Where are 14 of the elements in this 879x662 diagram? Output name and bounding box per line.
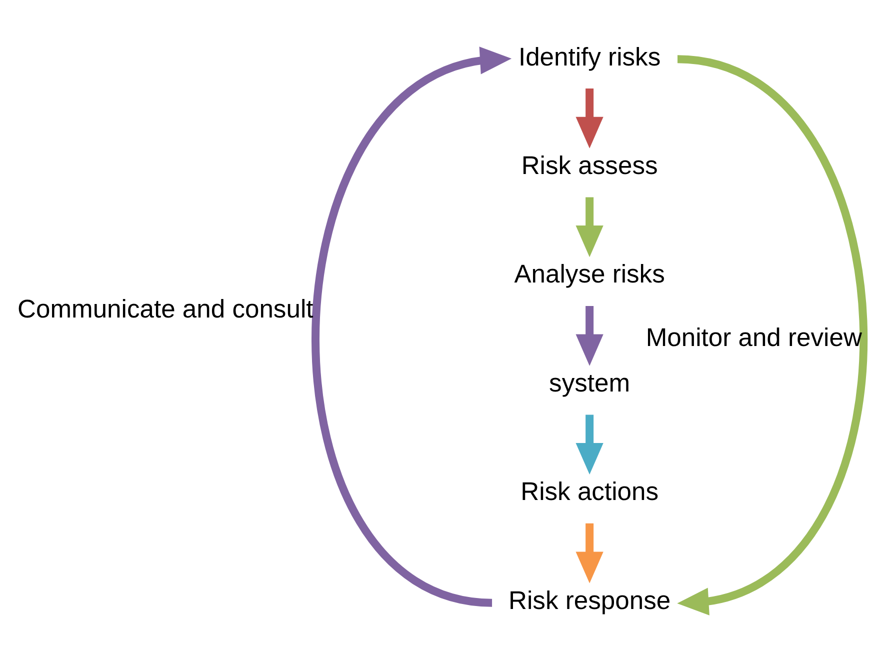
- node-text: Risk assess: [521, 152, 658, 180]
- edge-label: Communicate and consult: [18, 296, 314, 324]
- node-text: Identify risks: [518, 43, 661, 72]
- node-text: Risk response: [508, 586, 671, 615]
- arrow: [576, 306, 604, 366]
- node-text: Analyse risks: [514, 260, 665, 289]
- arrow: [576, 523, 604, 584]
- arrow: [576, 414, 604, 475]
- arrow: [312, 46, 512, 607]
- arrow: [676, 55, 868, 616]
- arrow: [576, 197, 604, 258]
- arrow: [576, 88, 604, 148]
- node-text: system: [549, 369, 630, 398]
- node-text: Risk actions: [520, 478, 659, 506]
